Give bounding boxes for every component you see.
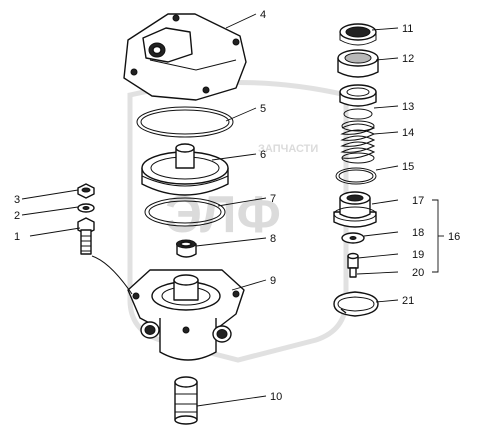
part-piston <box>141 143 229 196</box>
part-valve-body-17 <box>333 191 377 228</box>
callout-9: 9 <box>270 275 276 287</box>
callout-10: 10 <box>270 391 282 403</box>
callout-5: 5 <box>260 103 266 115</box>
part-housing <box>127 269 245 361</box>
callout-11: 11 <box>402 23 413 35</box>
part-spring-14 <box>340 120 376 164</box>
part-stem-19 <box>347 252 359 269</box>
callout-14: 14 <box>402 127 414 139</box>
part-cover <box>123 13 247 101</box>
part-o-ring-large <box>136 106 234 138</box>
part-nut <box>77 183 95 199</box>
callout-13: 13 <box>402 101 414 113</box>
callout-2: 2 <box>14 210 20 222</box>
part-bolt <box>77 217 95 255</box>
leader-lines <box>21 13 444 407</box>
part-seal-11 <box>339 23 377 46</box>
callout-1: 1 <box>14 231 20 243</box>
part-pin-20 <box>349 267 357 278</box>
part-fitting <box>174 376 198 425</box>
callout-15: 15 <box>402 161 414 173</box>
part-bushing-small <box>176 239 197 258</box>
callout-20: 20 <box>412 267 424 279</box>
callout-19: 19 <box>412 249 424 261</box>
callout-6: 6 <box>260 149 266 161</box>
callout-17: 17 <box>412 195 424 207</box>
callout-18: 18 <box>412 227 424 239</box>
part-o-ring-15 <box>335 167 377 185</box>
part-washer-18 <box>341 232 365 244</box>
callout-4: 4 <box>260 9 266 21</box>
callout-3: 3 <box>14 194 20 206</box>
watermark-brand-text: ЗАПЧАСТИ <box>258 143 318 155</box>
callout-7: 7 <box>270 193 276 205</box>
callout-8: 8 <box>270 233 276 245</box>
callout-16: 16 <box>448 231 460 243</box>
part-seal-12 <box>337 49 379 78</box>
part-split-ring-21 <box>333 291 379 317</box>
part-snap-ring-13 <box>343 108 373 120</box>
callout-21: 21 <box>402 295 414 307</box>
part-ring-12b <box>339 84 377 107</box>
part-washer <box>77 203 95 213</box>
callout-12: 12 <box>402 53 414 65</box>
part-o-ring-medium <box>144 197 226 227</box>
callout-numbers: 4 5 6 7 8 9 10 1 2 3 11 12 13 14 15 16 1… <box>14 9 460 403</box>
